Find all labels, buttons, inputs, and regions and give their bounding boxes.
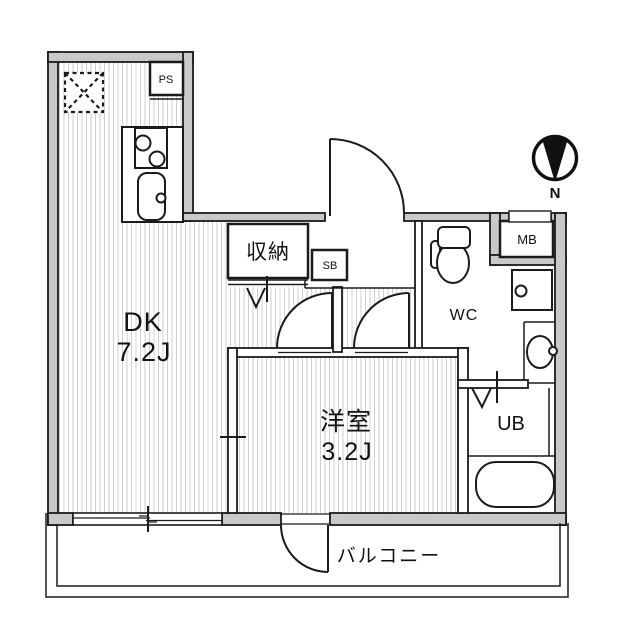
exterior-walls [47, 51, 567, 526]
wall-entry-top-left [182, 212, 326, 222]
interior-walls [227, 220, 529, 514]
stove-burner-icon [148, 150, 166, 168]
compass-icon: N [531, 134, 579, 202]
western-room-door-swing [277, 293, 332, 348]
wall-kitchen-right [182, 51, 194, 222]
balcony-door-swing [281, 525, 328, 572]
kitchen [63, 71, 184, 223]
closet-folding-door-icon [246, 287, 266, 310]
washroom-niche [468, 321, 555, 457]
dk-window [72, 506, 223, 532]
unit-bath-label: UB [497, 413, 525, 435]
washbasin-tap-icon [548, 346, 558, 356]
balcony-outline [45, 513, 569, 598]
western-room-door-arc [276, 292, 333, 349]
wall-western-right [457, 347, 469, 514]
wall-hall-stub [332, 286, 343, 353]
doors [276, 138, 498, 573]
meter-box-notch [508, 210, 552, 223]
wc-label: WC [450, 307, 479, 324]
wall-bottom-2 [221, 512, 282, 526]
entrance-door-arc [329, 138, 405, 214]
wall-left [47, 51, 59, 526]
sanitary-fixtures [475, 269, 558, 508]
toilet-icon [430, 226, 471, 284]
entrance-door-swing [330, 139, 404, 213]
room-labels: DK 7.2J 洋室 3.2J 収納 WC UB バルコニー MB PS SB [116, 74, 536, 567]
wall-western-left [227, 347, 238, 514]
bathtub-icon [475, 461, 555, 508]
compass-needle [543, 137, 567, 179]
bath-folding-door-icon [471, 387, 492, 410]
dk-size-label: 7.2J [116, 337, 171, 367]
balcony-label: バルコニー [337, 546, 442, 567]
wall-wc-left [414, 220, 423, 353]
faucet-icon [155, 192, 167, 204]
wall-ub-top [457, 379, 529, 389]
dk-room-label: DK [123, 307, 163, 337]
door-openings [278, 349, 408, 356]
closet-label: 収納 [246, 241, 290, 264]
closet-box [226, 222, 310, 280]
compass-north-label: N [550, 185, 561, 202]
stove-burner-icon [134, 134, 152, 152]
storage-boxes [148, 60, 555, 310]
shoe-box [310, 248, 349, 282]
western-room-size-label: 3.2J [321, 438, 372, 466]
balcony-door-arc [280, 524, 329, 573]
wall-bottom-1 [47, 512, 74, 526]
compass-circle [531, 134, 579, 182]
pipe-space-label: PS [159, 74, 174, 86]
meter-box-label: MB [517, 232, 537, 247]
wall-right [554, 212, 567, 526]
door-swings [277, 139, 409, 572]
wall-top-kitchen [47, 51, 194, 63]
wall-western-top [227, 347, 469, 358]
pipe-space-box [148, 60, 185, 97]
toilet-tank [437, 226, 471, 249]
western-room-label: 洋室 [320, 408, 372, 436]
shoe-box-label: SB [323, 260, 338, 272]
wc-door-swing [354, 293, 409, 348]
washer-tap-icon [514, 284, 528, 298]
refrigerator-space-icon [63, 71, 105, 114]
wall-bottom-3 [329, 512, 567, 526]
meter-box [498, 219, 555, 259]
wc-door-arc [353, 292, 410, 349]
